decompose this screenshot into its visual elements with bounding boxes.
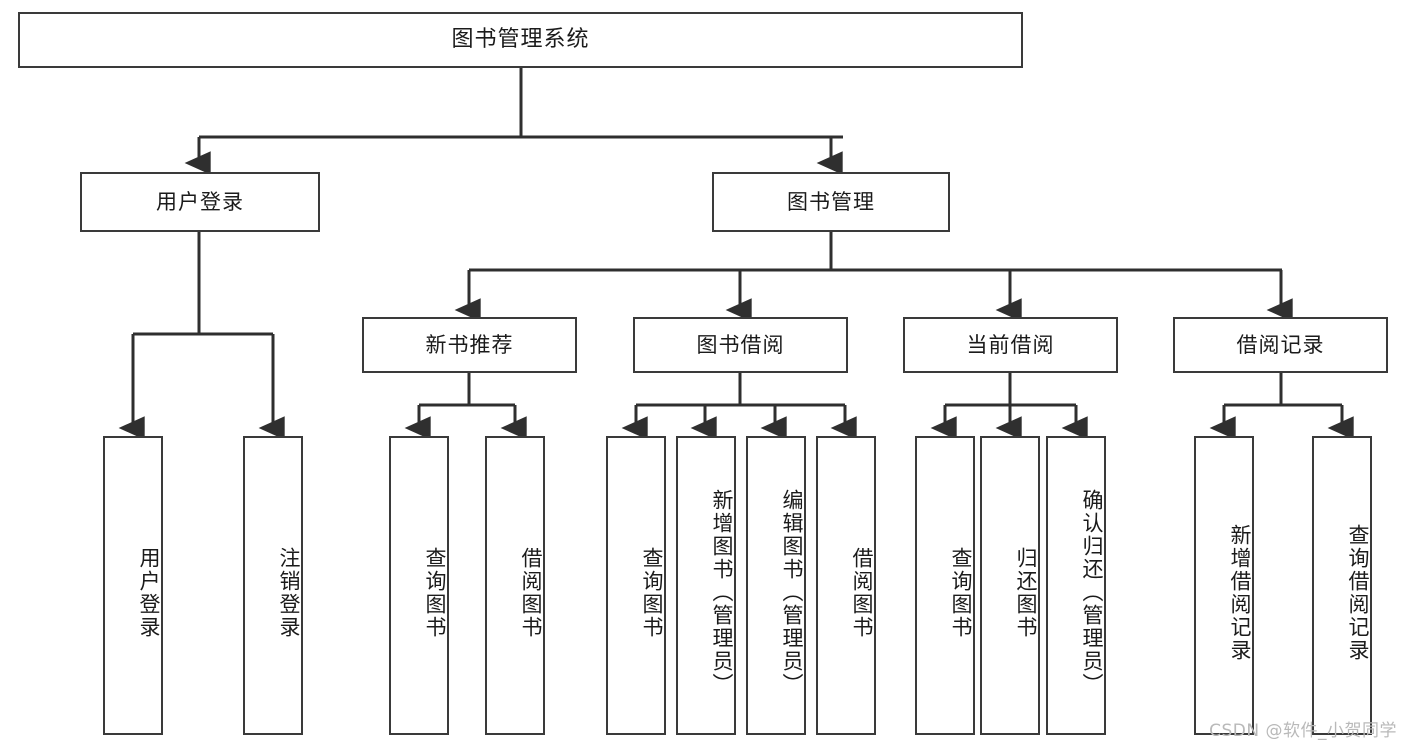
node-label: 注销登录 bbox=[277, 546, 301, 639]
leaf-book-borrow-edit-book[interactable]: 编辑图书（管理员） bbox=[746, 436, 806, 735]
node-label: 查询图书 bbox=[640, 546, 664, 639]
csdn-watermark: CSDN @软件_小贺同学 bbox=[1209, 721, 1397, 741]
leaf-user-login-login[interactable]: 用户登录 bbox=[103, 436, 163, 735]
node-label: 新书推荐 bbox=[425, 332, 514, 357]
node-label: 查询图书 bbox=[423, 546, 447, 639]
node-user-login[interactable]: 用户登录 bbox=[80, 172, 320, 232]
node-book-borrow[interactable]: 图书借阅 bbox=[633, 317, 848, 373]
node-current-borrow[interactable]: 当前借阅 bbox=[903, 317, 1118, 373]
node-label: 借阅图书 bbox=[519, 546, 543, 639]
leaf-borrow-record-add-record[interactable]: 新增借阅记录 bbox=[1194, 436, 1254, 735]
leaf-new-book-query-book[interactable]: 查询图书 bbox=[389, 436, 449, 735]
leaf-book-borrow-borrow-book[interactable]: 借阅图书 bbox=[816, 436, 876, 735]
node-label: 图书管理 bbox=[787, 189, 875, 214]
node-label: 借阅图书 bbox=[850, 546, 874, 639]
leaf-current-borrow-return-book[interactable]: 归还图书 bbox=[980, 436, 1040, 735]
node-label: 图书管理系统 bbox=[451, 27, 590, 53]
leaf-new-book-borrow-book[interactable]: 借阅图书 bbox=[485, 436, 545, 735]
node-label: 用户登录 bbox=[137, 546, 161, 639]
node-label: 归还图书 bbox=[1014, 546, 1038, 639]
node-label: 借阅记录 bbox=[1236, 332, 1325, 357]
node-label: 查询借阅记录 bbox=[1346, 523, 1370, 662]
node-new-book-recommend[interactable]: 新书推荐 bbox=[362, 317, 577, 373]
leaf-borrow-record-query-record[interactable]: 查询借阅记录 bbox=[1312, 436, 1372, 735]
leaf-current-borrow-confirm-return[interactable]: 确认归还（管理员） bbox=[1046, 436, 1106, 735]
node-book-management[interactable]: 图书管理 bbox=[712, 172, 950, 232]
node-root-book-management-system[interactable]: 图书管理系统 bbox=[18, 12, 1023, 68]
leaf-user-login-logout[interactable]: 注销登录 bbox=[243, 436, 303, 735]
leaf-book-borrow-add-book[interactable]: 新增图书（管理员） bbox=[676, 436, 736, 735]
leaf-current-borrow-query-book[interactable]: 查询图书 bbox=[915, 436, 975, 735]
node-label: 编辑图书（管理员） bbox=[780, 489, 804, 696]
node-label: 新增图书（管理员） bbox=[710, 489, 734, 696]
node-label: 用户登录 bbox=[156, 189, 244, 214]
node-label: 当前借阅 bbox=[966, 332, 1055, 357]
node-borrow-record[interactable]: 借阅记录 bbox=[1173, 317, 1388, 373]
leaf-book-borrow-query-book[interactable]: 查询图书 bbox=[606, 436, 666, 735]
node-label: 新增借阅记录 bbox=[1228, 523, 1252, 662]
node-label: 确认归还（管理员） bbox=[1080, 489, 1104, 696]
node-label: 查询图书 bbox=[949, 546, 973, 639]
node-label: 图书借阅 bbox=[696, 332, 785, 357]
